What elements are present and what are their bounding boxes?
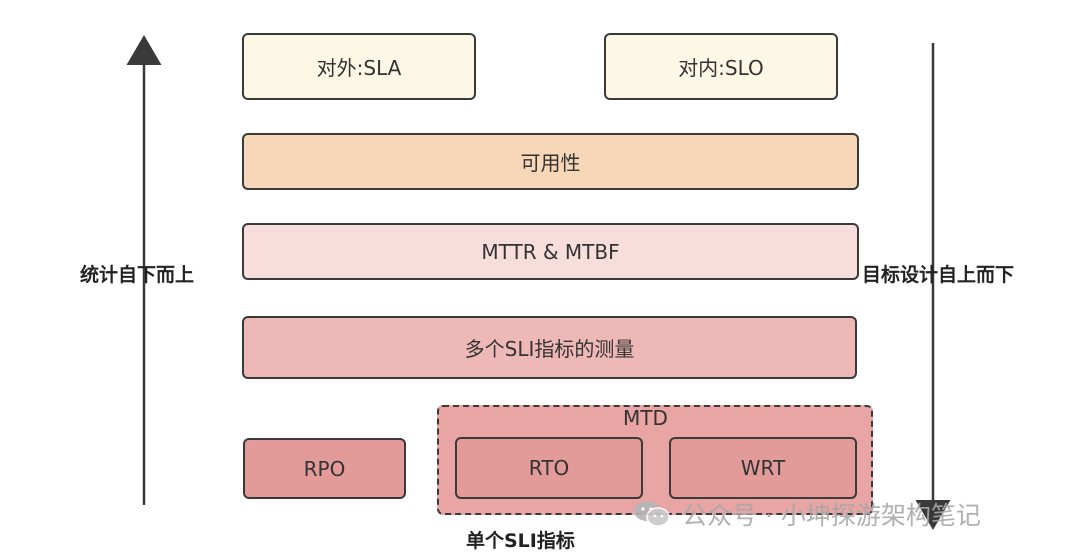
sla-box: 对外:SLA (242, 33, 476, 100)
left-arrow-label: 统计自下而上 (80, 264, 195, 286)
mttr-mtbf-box-label: MTTR & MTBF (481, 239, 620, 264)
watermark: 公众号 · 小坤探游架构笔记 (632, 496, 981, 532)
mtd-group-title: MTD (623, 406, 668, 430)
wrt-box-label: WRT (740, 456, 786, 480)
sli-measure-box-label: 多个SLI指标的测量 (464, 337, 635, 361)
right-arrow-label: 目标设计自上而下 (862, 264, 1015, 286)
rto-box-label: RTO (528, 456, 570, 480)
rpo-box-label: RPO (303, 456, 346, 481)
slo-box-label: 对内:SLO (678, 56, 764, 80)
availability-box: 可用性 (242, 133, 859, 190)
rto-box: RTO (455, 437, 643, 499)
rpo-box: RPO (243, 438, 406, 499)
watermark-text: 公众号 · 小坤探游架构笔记 (682, 501, 981, 530)
wechat-icon (632, 499, 672, 529)
single-sli-caption: 单个SLI指标 (466, 530, 575, 552)
sla-box-label: 对外:SLA (316, 56, 402, 80)
availability-box-label: 可用性 (520, 151, 581, 175)
slo-box: 对内:SLO (604, 33, 838, 100)
mttr-mtbf-box: MTTR & MTBF (242, 223, 859, 280)
wrt-box: WRT (669, 437, 857, 499)
sli-measure-box: 多个SLI指标的测量 (242, 316, 857, 379)
